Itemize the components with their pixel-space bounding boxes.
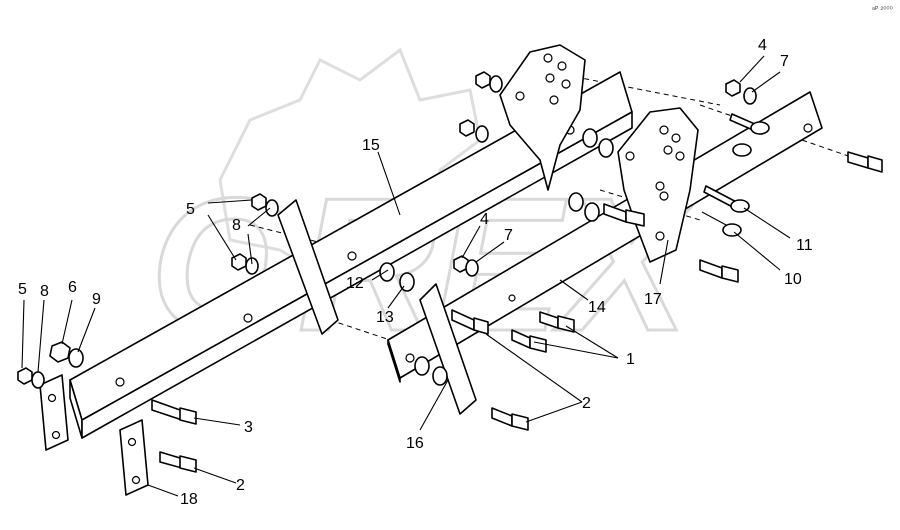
plate-part-16 — [277, 199, 477, 415]
callout-8-lower: 8 — [40, 283, 49, 300]
callout-15: 15 — [362, 137, 380, 154]
callout-2-left: 2 — [236, 477, 245, 494]
callout-12: 12 — [346, 275, 364, 292]
callout-labels: 15 5 8 5 8 6 9 4 7 4 7 11 10 17 14 12 13… — [18, 37, 813, 508]
callout-7-middle: 7 — [504, 227, 513, 244]
nuts-and-washers — [17, 71, 757, 389]
callout-3: 3 — [244, 419, 253, 436]
callout-13: 13 — [376, 309, 394, 326]
callout-4-upper: 4 — [758, 37, 767, 54]
callout-5-lower: 5 — [18, 281, 27, 298]
bolts — [151, 151, 883, 473]
callout-1: 1 — [626, 351, 635, 368]
callout-11: 11 — [796, 237, 813, 254]
callout-16: 16 — [406, 435, 424, 452]
pins-and-clips — [701, 113, 770, 237]
callout-leader-lines — [21, 55, 791, 497]
main-bar-part-15 — [69, 71, 633, 439]
callout-8-upper: 8 — [232, 217, 241, 234]
callout-18: 18 — [180, 491, 198, 508]
callout-5-upper: 5 — [186, 201, 195, 218]
callout-17: 17 — [644, 291, 662, 308]
end-plate-part-18 — [39, 374, 149, 496]
callout-14: 14 — [588, 299, 606, 316]
callout-6: 6 — [68, 279, 77, 296]
callout-10: 10 — [784, 271, 802, 288]
callout-9: 9 — [92, 291, 101, 308]
corner-code: ᵃᴾ ²⁰⁰⁰ — [872, 5, 893, 14]
watermark-gear — [218, 47, 482, 282]
callout-7-upper: 7 — [780, 53, 789, 70]
callout-2-right: 2 — [582, 395, 591, 412]
callout-4-middle: 4 — [480, 211, 489, 228]
